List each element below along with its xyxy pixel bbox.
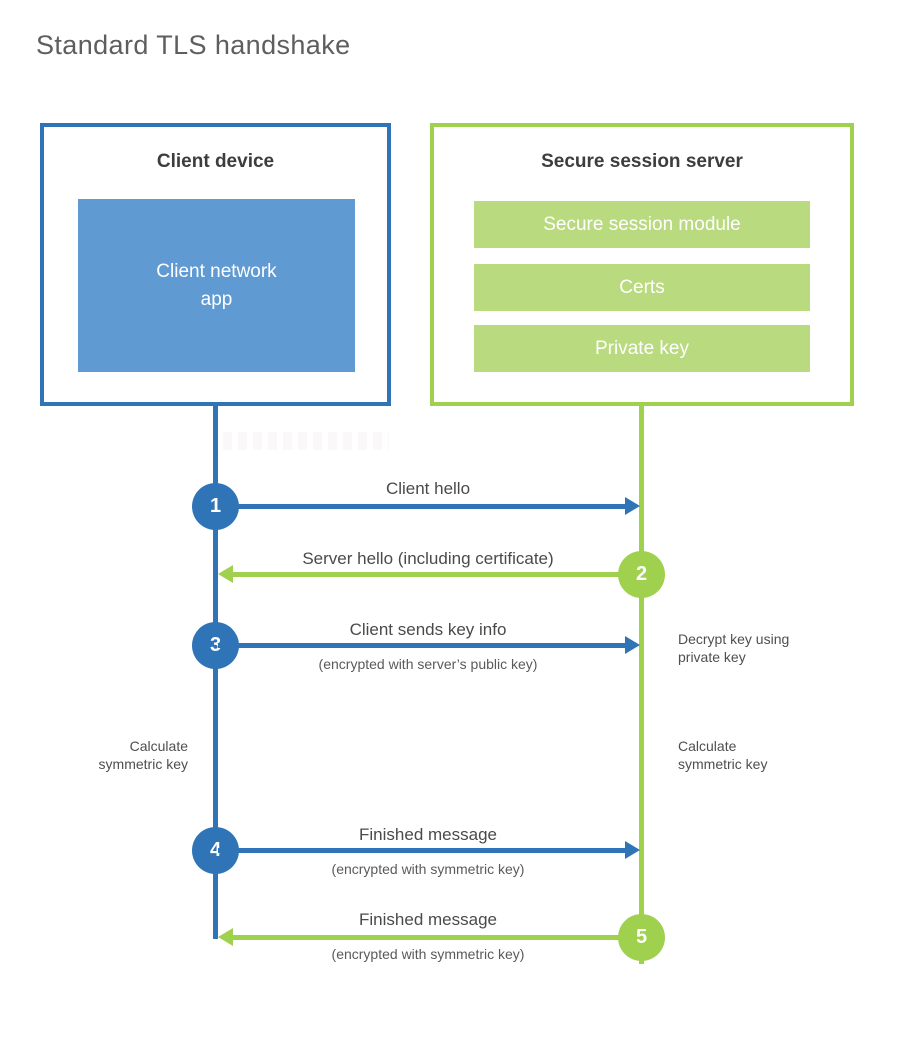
server-lifeline	[639, 404, 644, 964]
client-lifeline	[213, 404, 218, 939]
arrow-client-hello	[218, 504, 625, 509]
arrowhead-left-icon	[218, 928, 233, 946]
message-sublabel-client-key-info: (encrypted with server’s public key)	[318, 656, 538, 672]
ghost-artifact	[223, 432, 389, 450]
client-network-app-box: Client network app	[78, 199, 355, 372]
arrow-client-key-info	[218, 643, 625, 648]
server-module-certs: Certs	[474, 264, 810, 311]
server-module-private-key: Private key	[474, 325, 810, 372]
message-label-finished-server: Finished message	[359, 910, 497, 929]
arrow-finished-client	[218, 848, 625, 853]
message-label-client-hello: Client hello	[385, 479, 471, 498]
arrowhead-left-icon	[218, 565, 233, 583]
server-module-secure-session: Secure session module	[474, 201, 810, 248]
message-sublabel-finished-server: (encrypted with symmetric key)	[331, 946, 525, 962]
client-device-title: Client device	[156, 151, 275, 172]
note-decrypt-key: Decrypt key using private key	[678, 631, 790, 665]
message-label-client-key-info: Client sends key info	[349, 620, 507, 639]
message-label-server-hello: Server hello (including certificate)	[302, 549, 554, 568]
note-calculate-symmetric-key-server: Calculate symmetric key	[678, 738, 768, 772]
page-title: Standard TLS handshake	[36, 30, 351, 60]
arrowhead-right-icon	[625, 636, 640, 654]
message-sublabel-finished-client: (encrypted with symmetric key)	[331, 861, 525, 877]
arrow-server-hello	[233, 572, 637, 577]
note-calculate-symmetric-key-client: Calculate symmetric key	[98, 738, 188, 772]
arrowhead-right-icon	[625, 497, 640, 515]
arrow-finished-server	[233, 935, 637, 940]
message-label-finished-client: Finished message	[359, 825, 497, 844]
secure-session-server-title: Secure session server	[541, 151, 743, 172]
arrowhead-right-icon	[625, 841, 640, 859]
